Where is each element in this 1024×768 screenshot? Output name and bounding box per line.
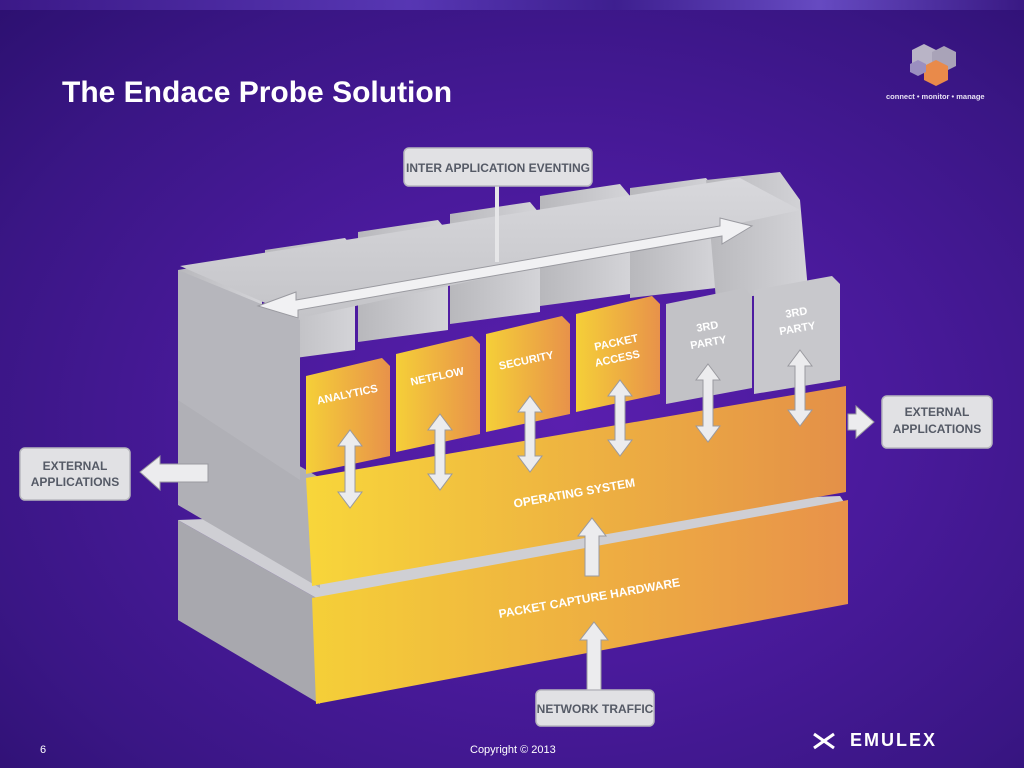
tagline: connect • monitor • manage	[886, 92, 985, 101]
left-external-arrow	[139, 454, 209, 492]
left-external-label-1: EXTERNAL	[43, 459, 108, 473]
right-external-applications-box: EXTERNAL APPLICATIONS	[881, 395, 993, 449]
module-third-party-1-label-1: 3RD	[696, 319, 720, 335]
upward-arrows	[576, 517, 610, 691]
left-external-label-2: APPLICATIONS	[31, 475, 119, 489]
network-traffic-label: NETWORK TRAFFIC	[537, 702, 654, 716]
module-third-party-2-label-1: 3RD	[785, 305, 809, 321]
top-decorative-strip	[0, 0, 1024, 10]
copyright-text: Copyright © 2013	[470, 744, 556, 756]
eventing-arrow	[256, 182, 754, 319]
right-external-label-1: EXTERNAL	[905, 405, 970, 419]
left-external-applications-box: EXTERNAL APPLICATIONS	[19, 447, 131, 501]
inter-application-eventing-label: INTER APPLICATION EVENTING	[406, 161, 590, 175]
front-modules: ANALYTICS NETFLOW SECURITY PACKET ACCESS…	[306, 276, 840, 474]
page-number: 6	[40, 744, 47, 756]
inter-application-eventing-box: INTER APPLICATION EVENTING	[403, 147, 593, 187]
emulex-logo-icon	[813, 732, 835, 750]
network-traffic-box: NETWORK TRAFFIC	[535, 689, 655, 727]
slide-title: The Endace Probe Solution	[62, 76, 453, 109]
cube-logo-icon	[910, 44, 956, 86]
vertical-double-arrows	[337, 349, 813, 509]
right-external-label-2: APPLICATIONS	[893, 422, 981, 436]
emulex-brand-text: EMULEX	[850, 730, 938, 750]
right-external-arrow	[847, 404, 875, 440]
